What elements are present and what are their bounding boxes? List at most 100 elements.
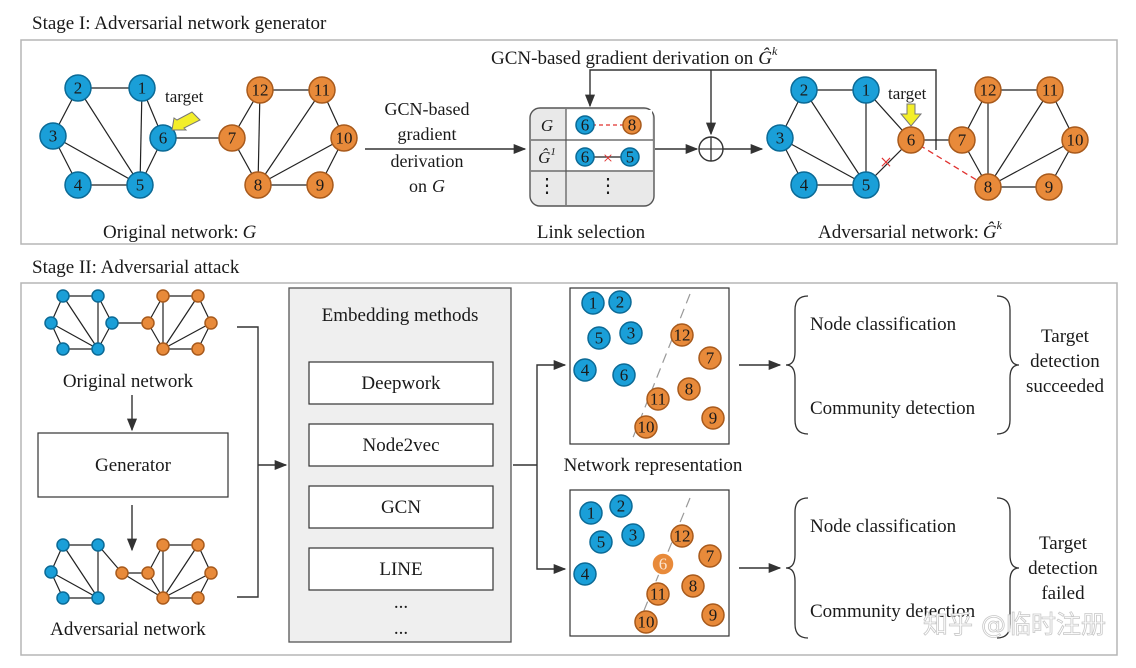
- method-node2vec-box: [308, 423, 494, 467]
- method-gcn-box: [308, 485, 494, 529]
- node-7: [948, 126, 976, 154]
- node-label: 9: [1045, 178, 1054, 197]
- fork-up-arrow: [536, 359, 567, 465]
- node-5: [852, 171, 880, 199]
- node-4: [64, 171, 92, 199]
- node-1: [852, 76, 880, 104]
- node-12: [246, 76, 274, 104]
- task-community-detection-2: Community detection: [810, 601, 976, 622]
- table-row-g1: Ĝ1: [538, 146, 556, 167]
- node-5: [126, 171, 154, 199]
- target-label: target: [165, 87, 204, 106]
- node-4: [790, 171, 818, 199]
- method-line-box: [308, 547, 494, 591]
- node-3: [39, 122, 67, 150]
- node-label: 10: [638, 418, 655, 437]
- node-label: 12: [252, 81, 269, 100]
- node-7: [218, 124, 246, 152]
- node-label: 4: [581, 361, 590, 380]
- adversarial-caption: Adversarial network:Ĝk: [818, 218, 1003, 243]
- node-3: [766, 124, 794, 152]
- node-9: [1035, 173, 1063, 201]
- method-gcn-label: GCN: [381, 497, 421, 518]
- node-label: 7: [228, 129, 237, 148]
- embedding-title: Embedding methods: [322, 305, 479, 326]
- node-label: 2: [616, 293, 625, 312]
- input-bracket: [237, 326, 259, 598]
- original-network-graph: 2 1 3 4 5 6 12 11 7 10 8 9 target: [39, 74, 358, 199]
- node-label: 12: [674, 527, 691, 546]
- node-label: 1: [138, 79, 147, 98]
- watermark: 知乎 @临时注册: [923, 610, 1106, 639]
- node-11: [1036, 76, 1064, 104]
- small-adversarial-network: [44, 538, 218, 605]
- node-label: 8: [685, 380, 694, 399]
- arrow-label-line2: gradient: [398, 124, 457, 144]
- representation-bottom: 1 2 3 5 4 12 6 7 8 11 9 10: [569, 489, 730, 637]
- right-brace-top: [996, 295, 1020, 435]
- node-label: 7: [958, 131, 967, 150]
- node-2: [790, 76, 818, 104]
- node-label: 6: [620, 366, 629, 385]
- node-label: 2: [800, 81, 809, 100]
- node-label: 3: [627, 324, 636, 343]
- node-label: 1: [587, 504, 596, 523]
- result-failed-line2: detection: [1028, 558, 1098, 579]
- result-succeeded-line1: Target: [1041, 326, 1090, 347]
- node-11: [308, 76, 336, 104]
- representation-label: Network representation: [564, 455, 743, 476]
- node-label: 7: [706, 547, 715, 566]
- node-label: 7: [706, 349, 715, 368]
- node-6: [149, 124, 177, 152]
- methods-ellipsis: ...: [394, 592, 408, 613]
- node-label: 2: [74, 79, 83, 98]
- node-8: [244, 171, 272, 199]
- left-brace-top: [785, 295, 809, 435]
- node-label: 10: [336, 129, 353, 148]
- node-label: 6: [581, 116, 590, 135]
- method-deepwork-label: Deepwork: [361, 373, 441, 394]
- feedback-loop-line: [584, 69, 937, 150]
- small-original-network: [44, 289, 218, 356]
- stage1-title: Stage I: Adversarial network generator: [32, 13, 327, 34]
- node-label: 11: [1042, 81, 1058, 100]
- link-selection-table: G Ĝ1 6 8 6 5 × ⋮ ⋮: [529, 107, 655, 207]
- task-node-classification-2: Node classification: [810, 516, 957, 537]
- left-brace-bottom: [785, 497, 809, 639]
- node-9: [306, 171, 334, 199]
- target-label: target: [888, 84, 927, 103]
- node-label: 5: [595, 329, 604, 348]
- task-node-classification: Node classification: [810, 314, 957, 335]
- method-line-label: LINE: [379, 559, 422, 580]
- node-label: 3: [776, 129, 785, 148]
- node-label: 3: [629, 526, 638, 545]
- node-6: [897, 126, 925, 154]
- node-10: [330, 124, 358, 152]
- result-failed-line3: failed: [1041, 583, 1085, 604]
- node-label: 11: [650, 585, 666, 604]
- node-label: 12: [674, 326, 691, 345]
- original-caption: Original network:G: [103, 222, 257, 243]
- stage2-title: Stage II: Adversarial attack: [32, 257, 240, 278]
- generator-box: [37, 432, 229, 498]
- adversarial-network-label: Adversarial network: [50, 619, 206, 640]
- arrow-label-line3: derivation: [391, 151, 464, 171]
- node-label: 10: [638, 613, 655, 632]
- node-label: 9: [709, 606, 718, 625]
- target-arrow-icon: [171, 111, 201, 131]
- node-2: [64, 74, 92, 102]
- cross-icon: ×: [603, 148, 613, 168]
- node-label: 1: [589, 294, 598, 313]
- link-selection-caption: Link selection: [537, 222, 646, 243]
- node-label: 5: [626, 148, 635, 167]
- node-label: 2: [617, 497, 626, 516]
- node-label: 9: [316, 176, 325, 195]
- node-12: [974, 76, 1002, 104]
- node-label: 3: [49, 127, 58, 146]
- node-8: [974, 173, 1002, 201]
- result-succeeded-line2: detection: [1030, 351, 1100, 372]
- node-label: 6: [159, 129, 168, 148]
- result-succeeded-line3: succeeded: [1026, 376, 1105, 397]
- table-dots: ⋮: [598, 175, 618, 197]
